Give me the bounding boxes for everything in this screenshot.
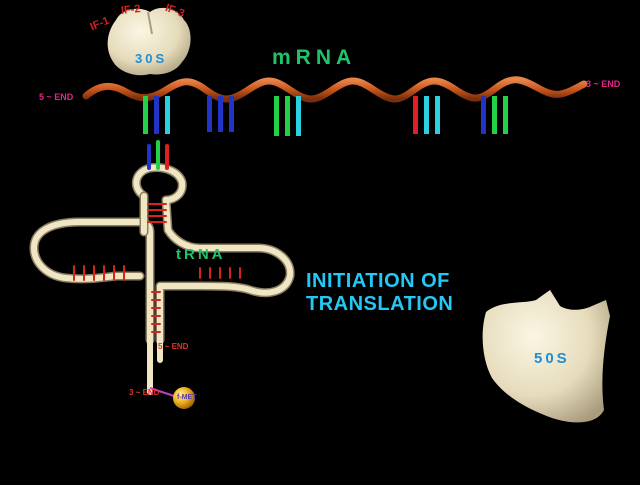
ribosome-50s-label: 50S [534,350,570,367]
mrna-strand [82,76,588,103]
codon-uuu [207,96,234,132]
mrna-label: mRNA [272,46,357,69]
trna-label: tRNA [176,246,226,263]
trna-3-end-label: 3 ~ END [129,388,160,397]
mrna-codons [143,96,508,136]
ribosome-50s-shape [482,290,610,423]
fmet-ball [173,387,195,409]
ribosome-30s-label: 30S [135,51,168,66]
codon-uaa [481,96,508,134]
codon-gcc [413,96,440,134]
fmet-label: f-MET [177,394,197,401]
mrna-3-end-label: 3 ~ END [586,79,621,89]
codon-aac [274,96,301,136]
diagram-title: INITIATION OF TRANSLATION [306,270,453,316]
title-line-1: INITIATION OF [306,270,450,292]
ribosome-30s-shape [107,7,191,76]
trna-5-end-label: 5 ~ END [158,342,189,351]
codon-aug [143,96,170,134]
title-line-2: TRANSLATION [306,293,454,315]
trna-structure [29,140,295,395]
if2-label: IF-2 [120,3,142,17]
mrna-5-end-label: 5 ~ END [39,92,74,102]
